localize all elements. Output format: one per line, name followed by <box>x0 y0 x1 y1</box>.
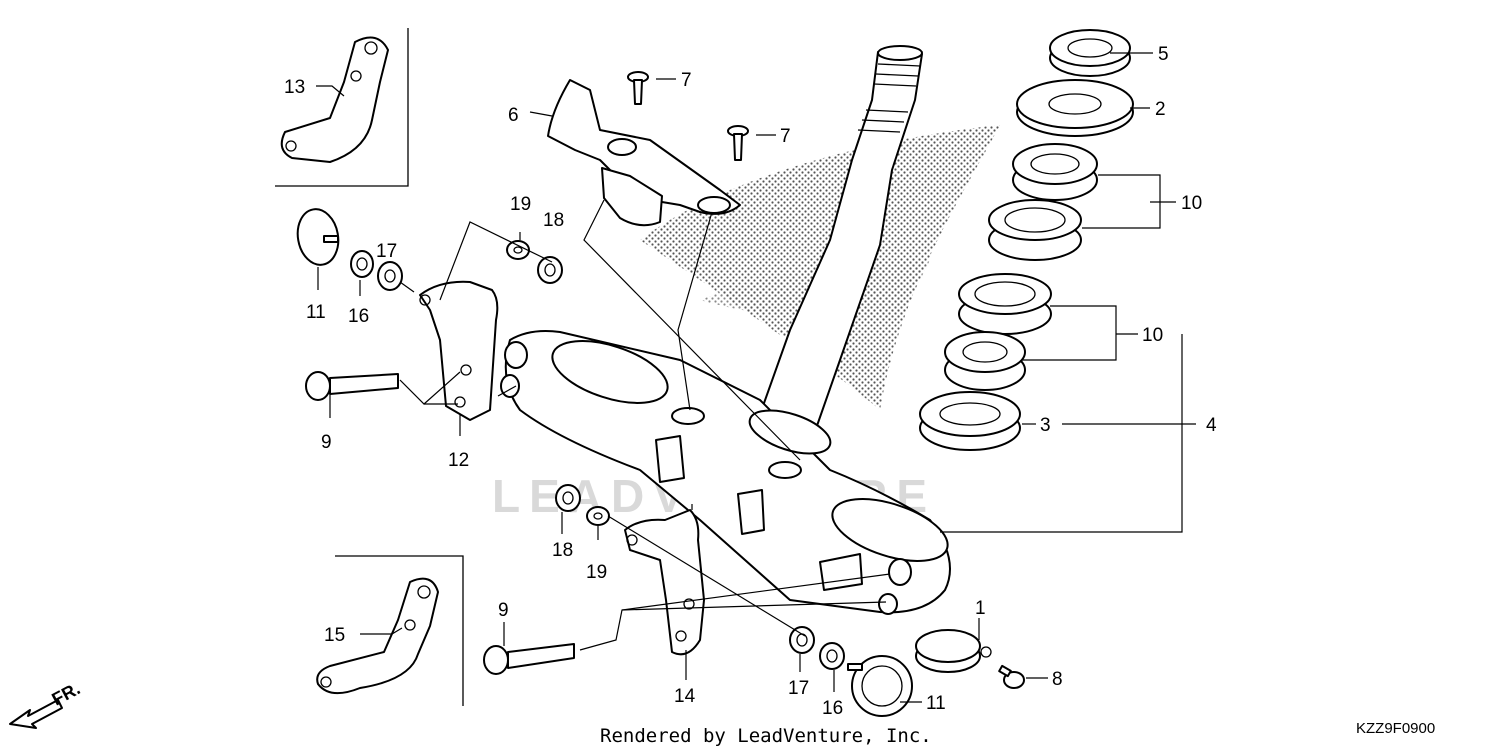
callout-19-lower: 19 <box>586 562 607 583</box>
bolt-9-lower <box>483 643 575 675</box>
callout-14: 14 <box>674 686 696 707</box>
washer-19-lower <box>586 506 610 526</box>
callout-5: 5 <box>1158 44 1169 65</box>
footer-credit: Rendered by LeadVenture, Inc. <box>600 725 932 747</box>
callout-15: 15 <box>324 625 345 646</box>
dust-seal-3 <box>919 391 1021 451</box>
lower-bearing-10 <box>944 273 1052 391</box>
screw-8 <box>998 664 1025 689</box>
callout-4: 4 <box>1206 415 1217 436</box>
screw-7-top <box>627 71 649 105</box>
rubber-cap-11-lower <box>847 655 913 717</box>
callout-11-upper: 11 <box>306 302 326 323</box>
callout-3: 3 <box>1040 415 1051 436</box>
leader-lines <box>316 52 1196 703</box>
callout-9-lower: 9 <box>498 600 509 621</box>
washer-17-lower <box>789 626 815 654</box>
inset-box-15 <box>316 555 464 706</box>
front-direction-indicator: FR. <box>9 678 83 729</box>
bolt-9-upper <box>305 371 399 401</box>
callout-1: 1 <box>975 598 986 619</box>
callout-12: 12 <box>448 450 469 471</box>
callout-17-upper: 17 <box>376 241 397 262</box>
callout-7-lower: 7 <box>780 126 791 147</box>
nut-18-upper <box>537 256 563 284</box>
callout-16-lower: 16 <box>822 698 843 719</box>
top-cover <box>547 79 741 227</box>
callout-labels: 1 2 3 4 5 6 7 7 8 9 9 10 10 11 11 12 13 … <box>284 44 1217 719</box>
front-arrow-icon <box>9 699 63 729</box>
bracket-12 <box>419 280 499 421</box>
callout-18-upper: 18 <box>543 210 564 231</box>
washer-17-upper <box>377 261 403 291</box>
bottom-bridge <box>500 330 951 615</box>
callout-7-upper: 7 <box>681 70 692 91</box>
callout-9-upper: 9 <box>321 432 332 453</box>
callout-8: 8 <box>1052 669 1063 690</box>
upper-bearing-10 <box>988 143 1098 261</box>
clamp-1 <box>915 629 992 673</box>
nut-18-lower <box>555 484 581 512</box>
inset-box-13 <box>275 28 409 187</box>
nut-16-lower <box>819 642 845 670</box>
callout-2: 2 <box>1155 99 1166 120</box>
lock-nut-5 <box>1049 29 1131 77</box>
callout-10-upper: 10 <box>1181 193 1202 214</box>
callout-18-lower: 18 <box>552 540 573 561</box>
nut-16-upper <box>350 250 374 278</box>
washer-2 <box>1016 79 1134 137</box>
callout-6: 6 <box>508 105 519 126</box>
callout-16-upper: 16 <box>348 306 369 327</box>
callout-19-upper: 19 <box>510 194 531 215</box>
diagram-code: KZZ9F0900 <box>1356 720 1435 737</box>
washer-19-upper <box>506 240 530 260</box>
callout-10-lower: 10 <box>1142 325 1163 346</box>
screw-7-lower <box>727 125 749 161</box>
bracket-14 <box>624 509 705 656</box>
callout-11-lower: 11 <box>926 693 946 714</box>
callout-13: 13 <box>284 77 305 98</box>
rubber-cap-11-upper <box>296 208 340 266</box>
callout-17-lower: 17 <box>788 678 809 699</box>
